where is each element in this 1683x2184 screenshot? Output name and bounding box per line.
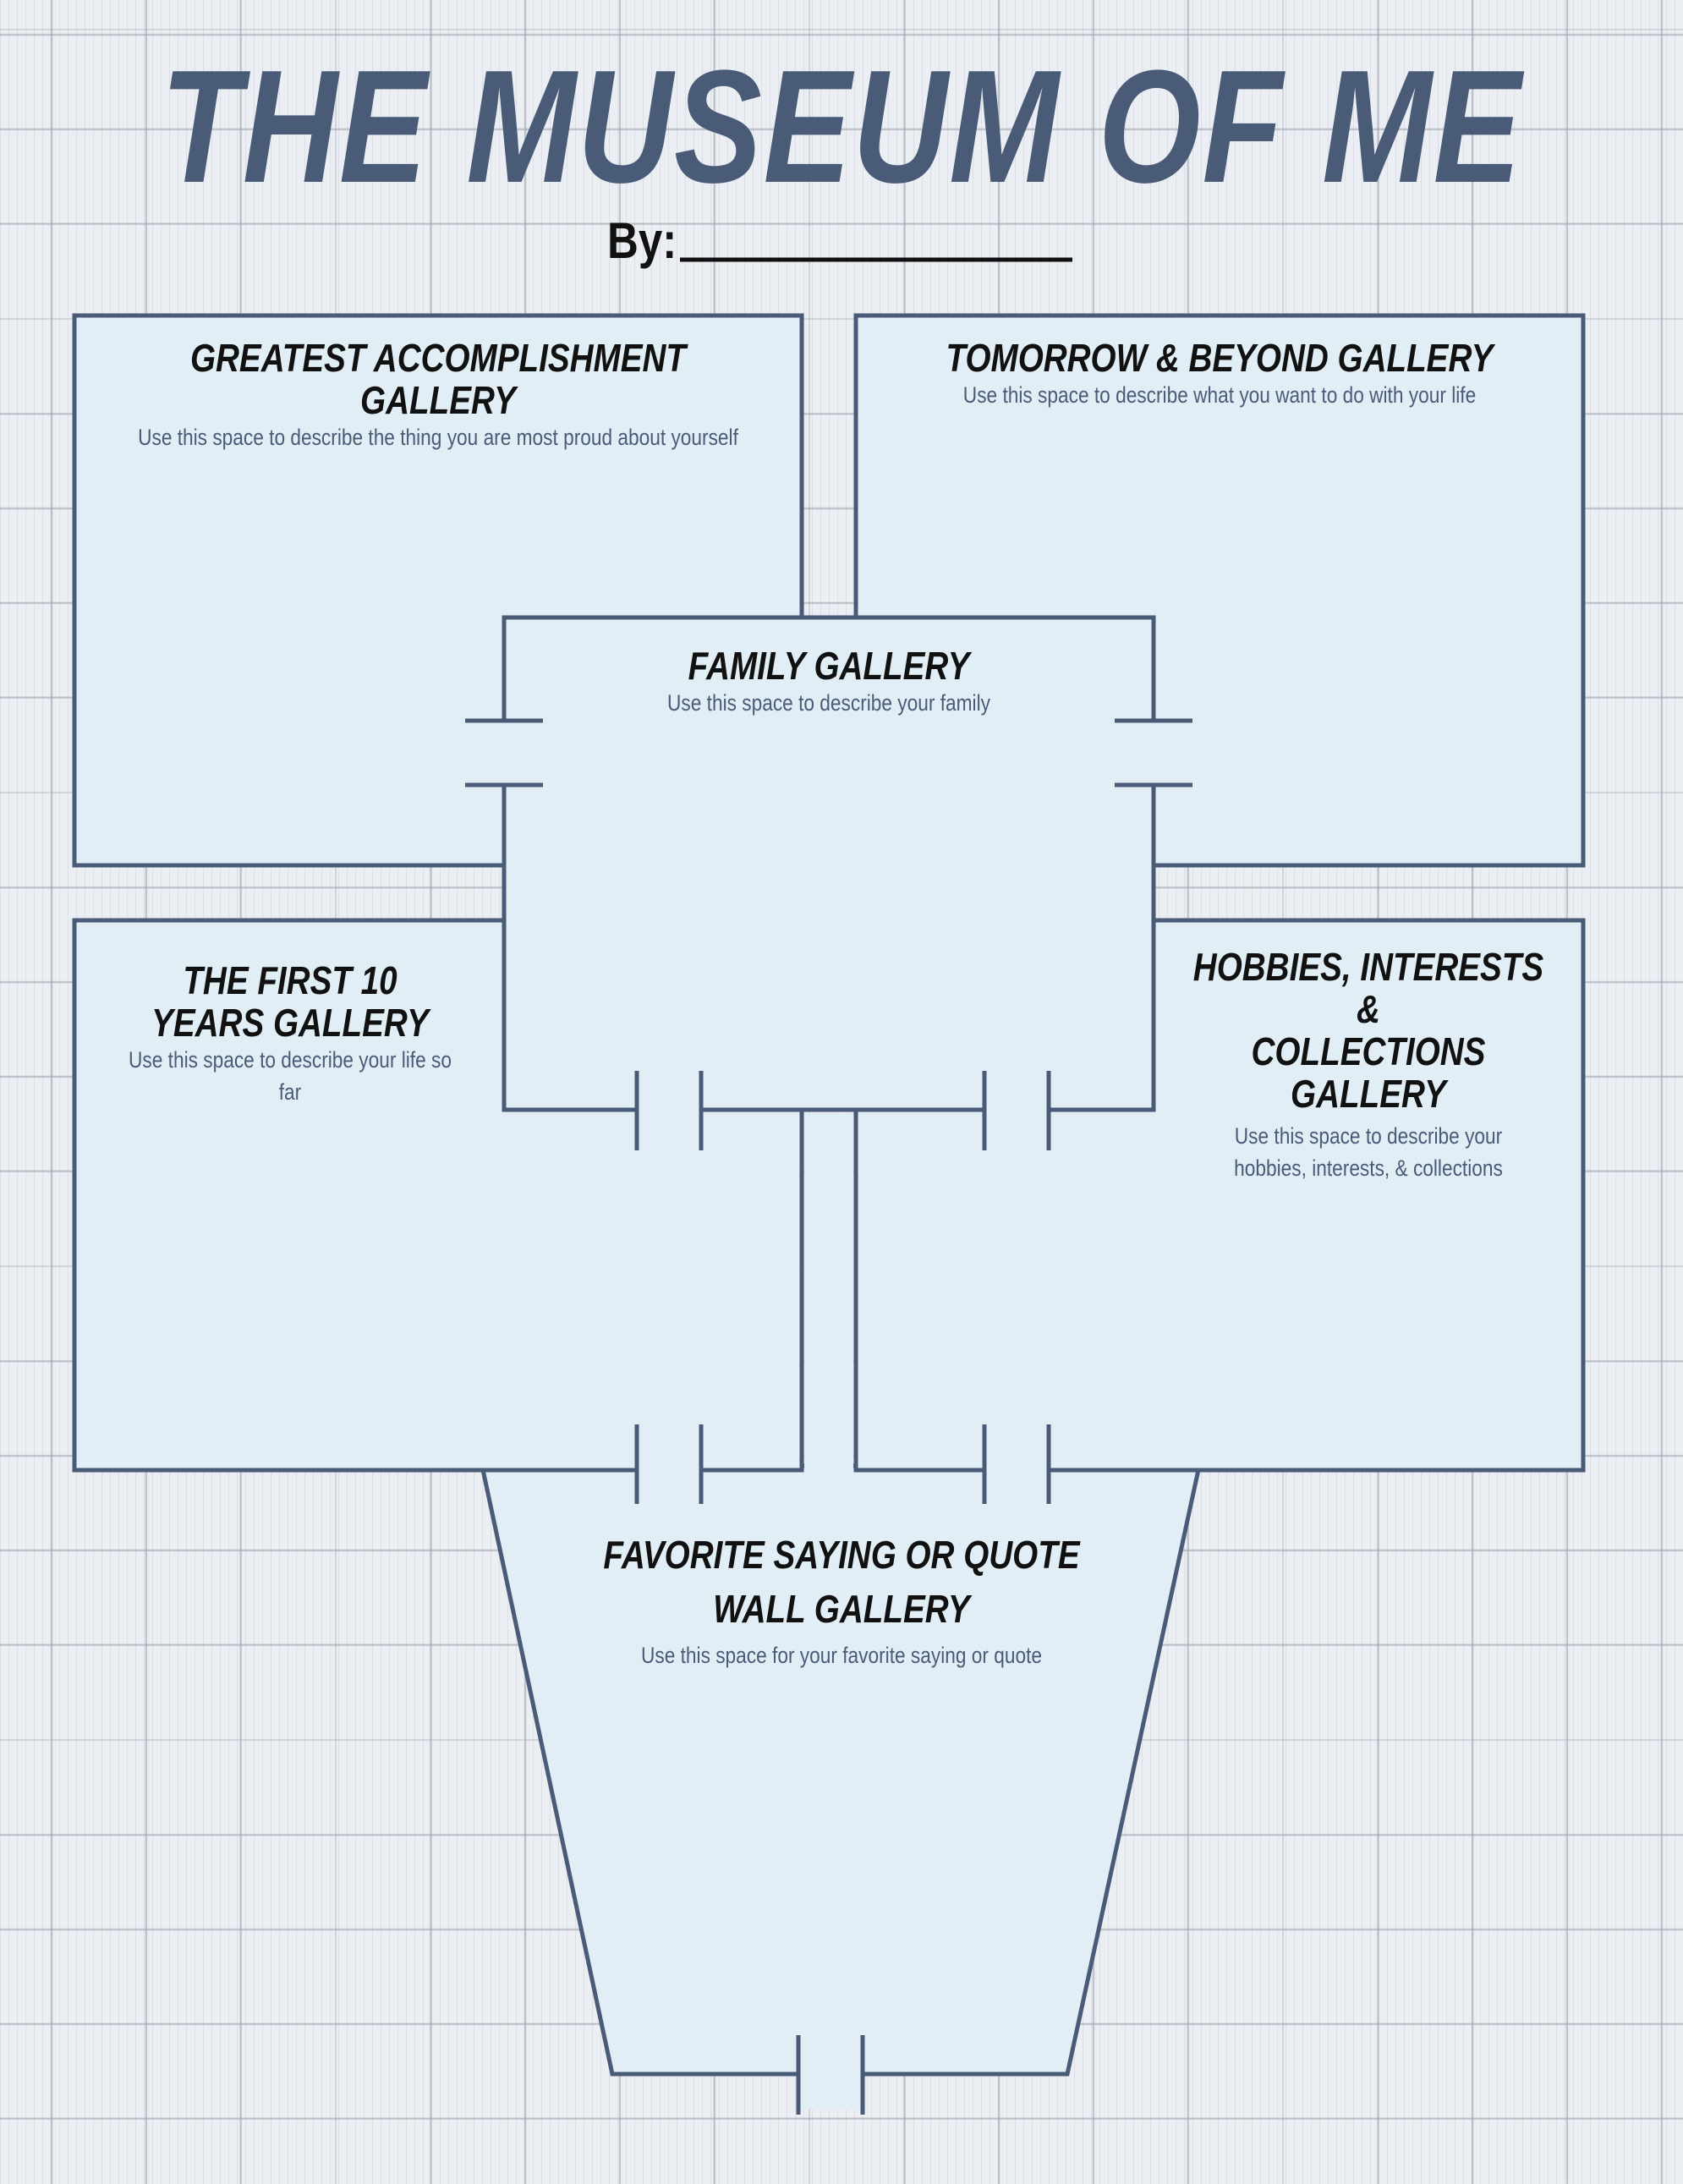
doorways bbox=[497, 722, 1160, 2110]
door-jambs bbox=[465, 718, 1192, 2115]
gallery-title-line-1: FAVORITE SAYING OR QUOTE bbox=[603, 1533, 1080, 1577]
gallery-description: Use this space to describe what you want… bbox=[962, 382, 1477, 408]
gallery-title-line-2: COLLECTIONS GALLERY bbox=[1251, 1029, 1486, 1116]
favorite-saying-gallery: FAVORITE SAYING OR QUOTE WALL GALLERY Us… bbox=[575, 1528, 1108, 1671]
greatest-accomplishment-gallery: GREATEST ACCOMPLISHMENT GALLERY Use this… bbox=[112, 337, 765, 453]
gallery-title-line-1: THE FIRST 10 bbox=[183, 958, 397, 1002]
gallery-title: TOMORROW & BEYOND GALLERY bbox=[946, 336, 1494, 380]
gallery-title-line-2: WALL GALLERY bbox=[713, 1587, 970, 1631]
gallery-description: Use this space to describe your life so … bbox=[129, 1047, 452, 1105]
page-title: THE MUSEUM OF ME bbox=[160, 37, 1523, 217]
first-10-years-gallery: THE FIRST 10 YEARS GALLERY Use this spac… bbox=[116, 959, 464, 1108]
gallery-description: Use this space for your favorite saying … bbox=[640, 1643, 1042, 1668]
center-corridor bbox=[804, 1113, 853, 1468]
gallery-description: Use this space to describe the thing you… bbox=[138, 425, 738, 450]
family-gallery: FAMILY GALLERY Use this space to describ… bbox=[591, 645, 1066, 719]
gallery-title: GREATEST ACCOMPLISHMENT GALLERY bbox=[189, 336, 687, 422]
gallery-title-line-1: HOBBIES, INTERESTS & bbox=[1192, 945, 1544, 1031]
gallery-description-line-2: hobbies, interests, & collections bbox=[1234, 1155, 1503, 1181]
gallery-description: Use this space to describe your family bbox=[667, 690, 990, 716]
gallery-description-line-1: Use this space to describe your bbox=[1234, 1123, 1503, 1149]
gallery-title: FAMILY GALLERY bbox=[688, 644, 970, 688]
tomorrow-beyond-gallery: TOMORROW & BEYOND GALLERY Use this space… bbox=[893, 337, 1547, 411]
byline-label: By: bbox=[607, 212, 677, 269]
gallery-title-line-2: YEARS GALLERY bbox=[151, 1001, 429, 1045]
family-gallery-room[interactable] bbox=[502, 615, 1156, 1112]
hobbies-gallery: HOBBIES, INTERESTS & COLLECTIONS GALLERY… bbox=[1192, 946, 1545, 1184]
name-field[interactable] bbox=[680, 213, 1072, 261]
